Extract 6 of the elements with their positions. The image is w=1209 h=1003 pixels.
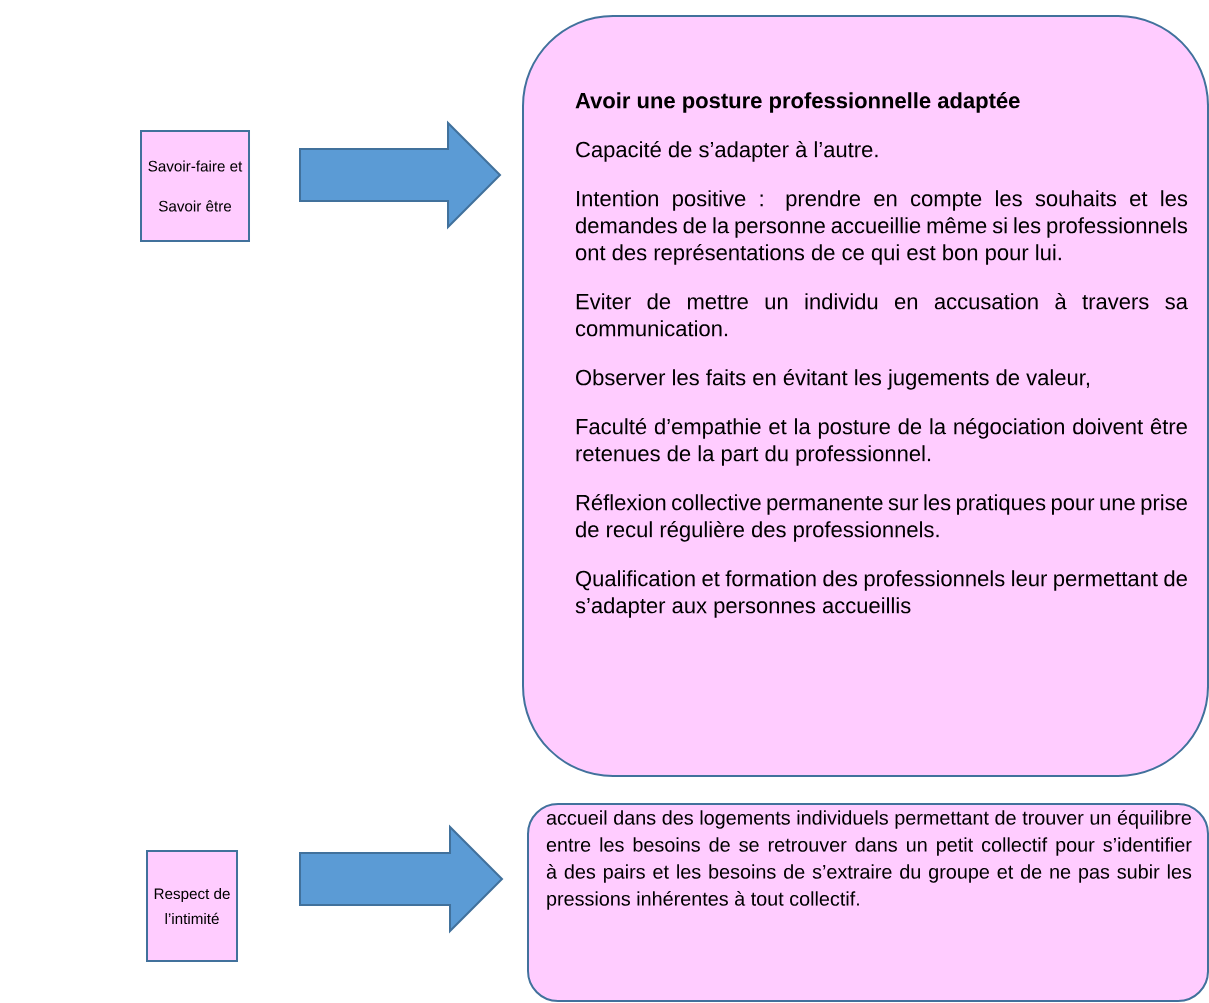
rounded-text-box: accueil dans des logements individuels permettant de trouver un équilibre entre les besoins de se retrouver dans un petit collectif pour s’identifier à des pairs et les besoins de s’extraire du groupe et de ne pas subir les pressions inhérentes à tout collectif. (527, 803, 1209, 1002)
block-arrow (299, 824, 504, 934)
label-box: Respect de l’intimité (146, 850, 238, 962)
label-box: Savoir-faire et Savoir être (140, 130, 250, 242)
block-arrow (299, 120, 502, 230)
rounded-text-box: Avoir une posture professionnelle adaptée Capacité de s’adapter à l’autre. Intention positive : prendre en compte les souhaits et les demandes de la personne accueillie même si les professionnels ont des représentations de ce qui est bon pour lui. Eviter de mettre un individu en accusation à travers sa communication. Observer les faits en évitant les jugements de valeur, Faculté d’empathie et la posture de la négociation doivent être retenues de la part du professionnel. Réflexion collective permanente sur les pratiques pour une prise de recul régulière des professionnels. Qualification et formation des professionnels leur permettant de s’adapter aux personnes accueillis (522, 15, 1209, 777)
